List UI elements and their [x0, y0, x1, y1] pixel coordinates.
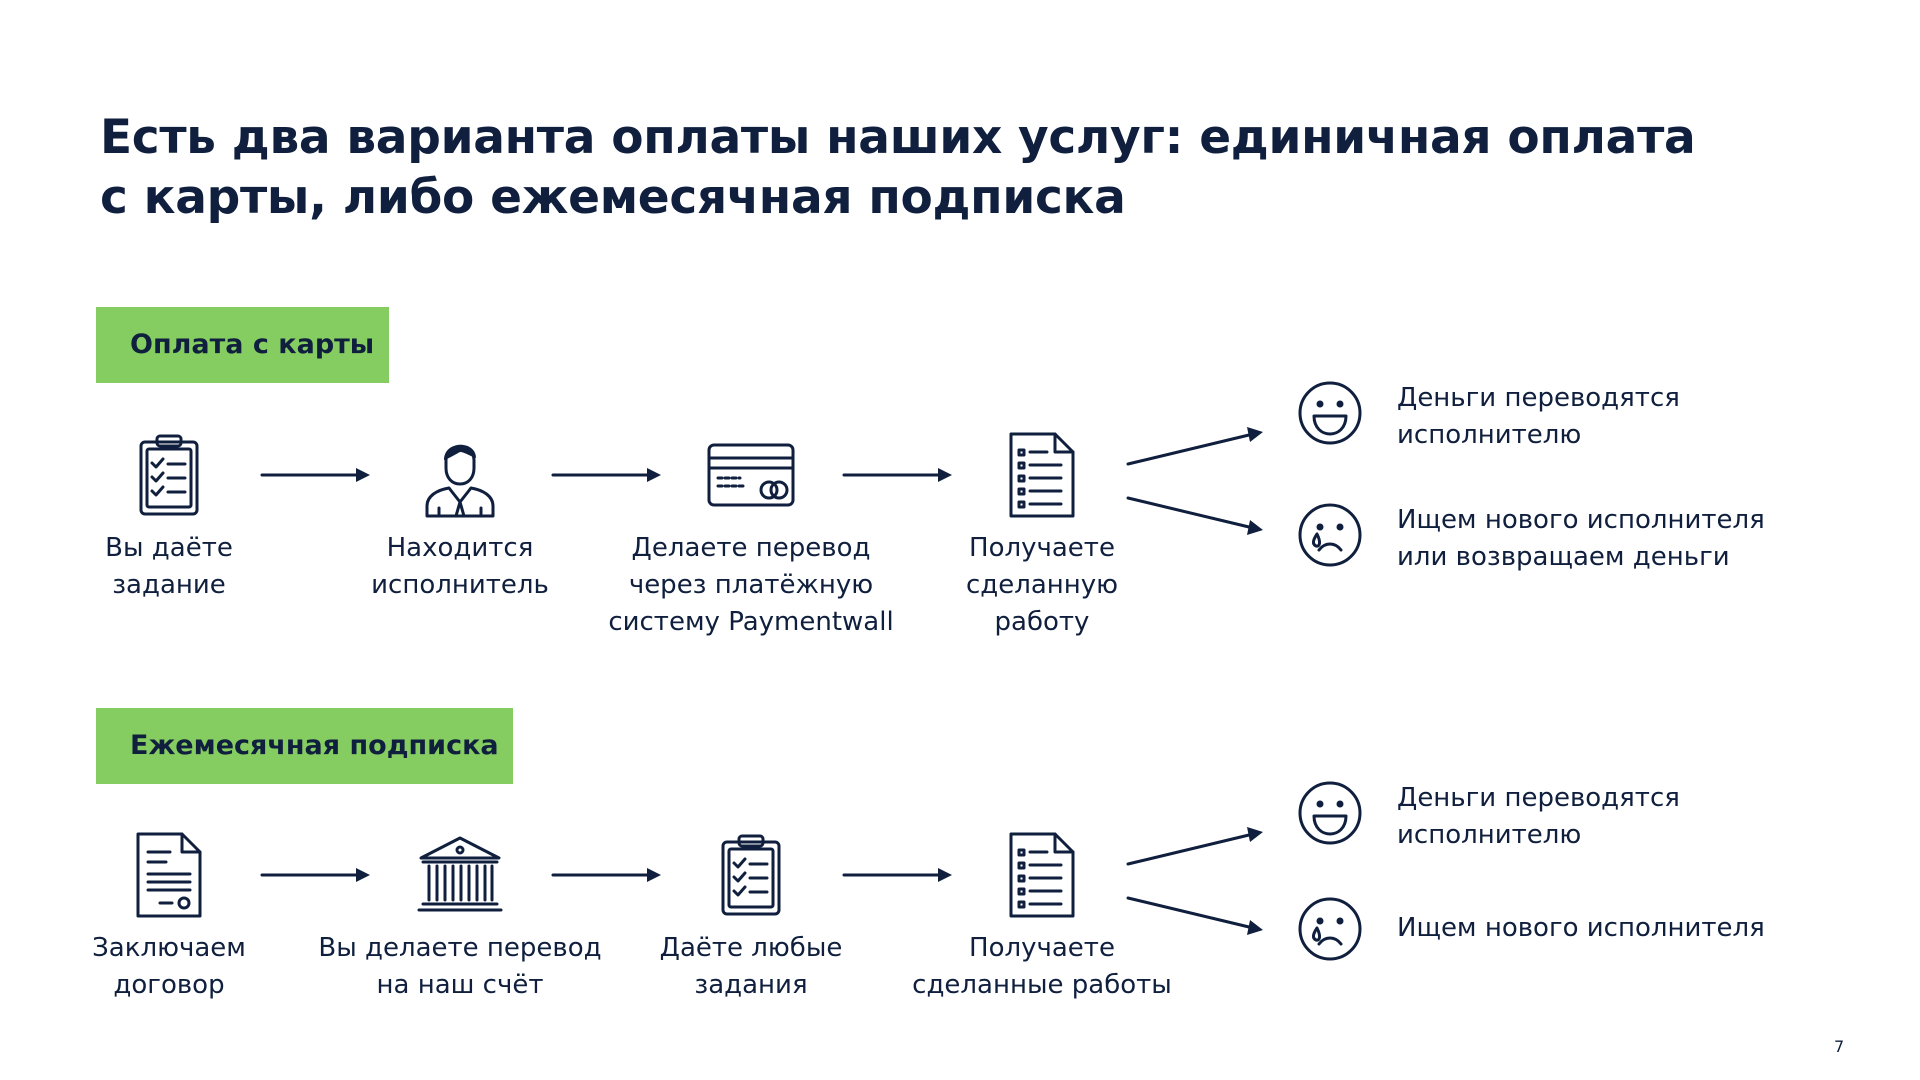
title-line-1: Есть два варианта оплаты наших услуг: ед… — [100, 110, 1696, 165]
card-payment-badge: Оплата с карты — [96, 307, 389, 383]
outcome-label: Деньги переводятся исполнителю — [1397, 783, 1680, 850]
arrow-icon — [842, 468, 952, 482]
arrow-icon — [260, 868, 370, 882]
person-icon — [425, 444, 495, 518]
sad-face-icon — [1298, 503, 1362, 567]
arrow-icon — [260, 468, 370, 482]
clipboard-checklist-icon — [721, 834, 781, 916]
page-title: Есть два варианта оплаты наших услуг: ед… — [100, 108, 1700, 228]
card-step-executor: Находится исполнитель — [310, 430, 610, 604]
step-label: Вы даёте задание — [105, 533, 233, 600]
step-label: Заключаем договор — [92, 933, 246, 1000]
card-step-result: Получаете сделанную работу — [892, 430, 1192, 641]
happy-face-icon — [1298, 381, 1362, 445]
arrow-icon — [551, 868, 661, 882]
document-list-icon — [1009, 832, 1075, 918]
step-label: Получаете сделанную работу — [965, 533, 1119, 637]
branch-arrows — [1126, 427, 1263, 535]
contract-document-icon — [136, 832, 202, 918]
credit-card-icon — [707, 443, 795, 507]
outcome-label: Ищем нового исполнителя — [1397, 913, 1765, 943]
title-line-2: с карты, либо ежемесячная подписка — [100, 170, 1126, 225]
sub-step-tasks: Даёте любые задания — [601, 830, 901, 1004]
arrow-icon — [842, 868, 952, 882]
happy-face-icon — [1298, 781, 1362, 845]
sub-step-result: Получаете сделанные работы — [892, 830, 1192, 1004]
subscription-badge: Ежемесячная подписка — [96, 708, 513, 784]
page-number: 7 — [1834, 1037, 1845, 1056]
step-label: Вы делаете перевод на наш счёт — [318, 933, 602, 1000]
sad-face-icon — [1298, 897, 1362, 961]
branch-arrows — [1126, 827, 1263, 935]
outcome-label: Деньги переводятся исполнителю — [1397, 383, 1680, 450]
outcome-label: Ищем нового исполнителя или возвращаем д… — [1397, 505, 1765, 572]
step-label: Находится исполнитель — [371, 533, 549, 600]
clipboard-checklist-icon — [139, 434, 199, 516]
card-step-transfer: Делаете перевод через платёжную систему … — [601, 430, 901, 641]
step-label: Делаете перевод через платёжную систему … — [608, 533, 894, 637]
sub-step-bank-transfer: Вы делаете перевод на наш счёт — [310, 830, 610, 1004]
step-label: Даёте любые задания — [659, 933, 843, 1000]
sub-step-contract: Заключаем договор — [19, 830, 319, 1004]
step-label: Получаете сделанные работы — [912, 933, 1172, 1000]
bank-icon — [417, 836, 503, 912]
document-list-icon — [1009, 432, 1075, 518]
arrow-icon — [551, 468, 661, 482]
card-step-task: Вы даёте задание — [19, 430, 319, 604]
